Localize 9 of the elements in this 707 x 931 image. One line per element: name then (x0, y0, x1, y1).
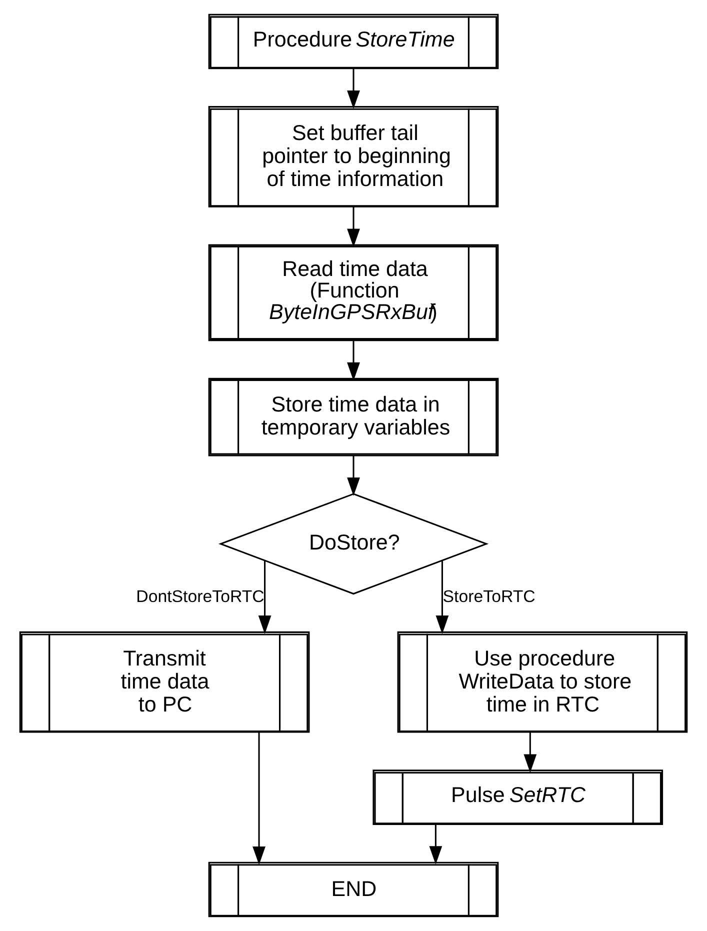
arrow (524, 732, 537, 773)
arrow (258, 560, 272, 634)
arrow (347, 206, 360, 248)
arrow (347, 68, 360, 109)
arrow (252, 732, 266, 865)
arrow (436, 560, 449, 634)
arrow (347, 456, 360, 496)
arrow (347, 340, 360, 381)
arrow (429, 824, 442, 865)
